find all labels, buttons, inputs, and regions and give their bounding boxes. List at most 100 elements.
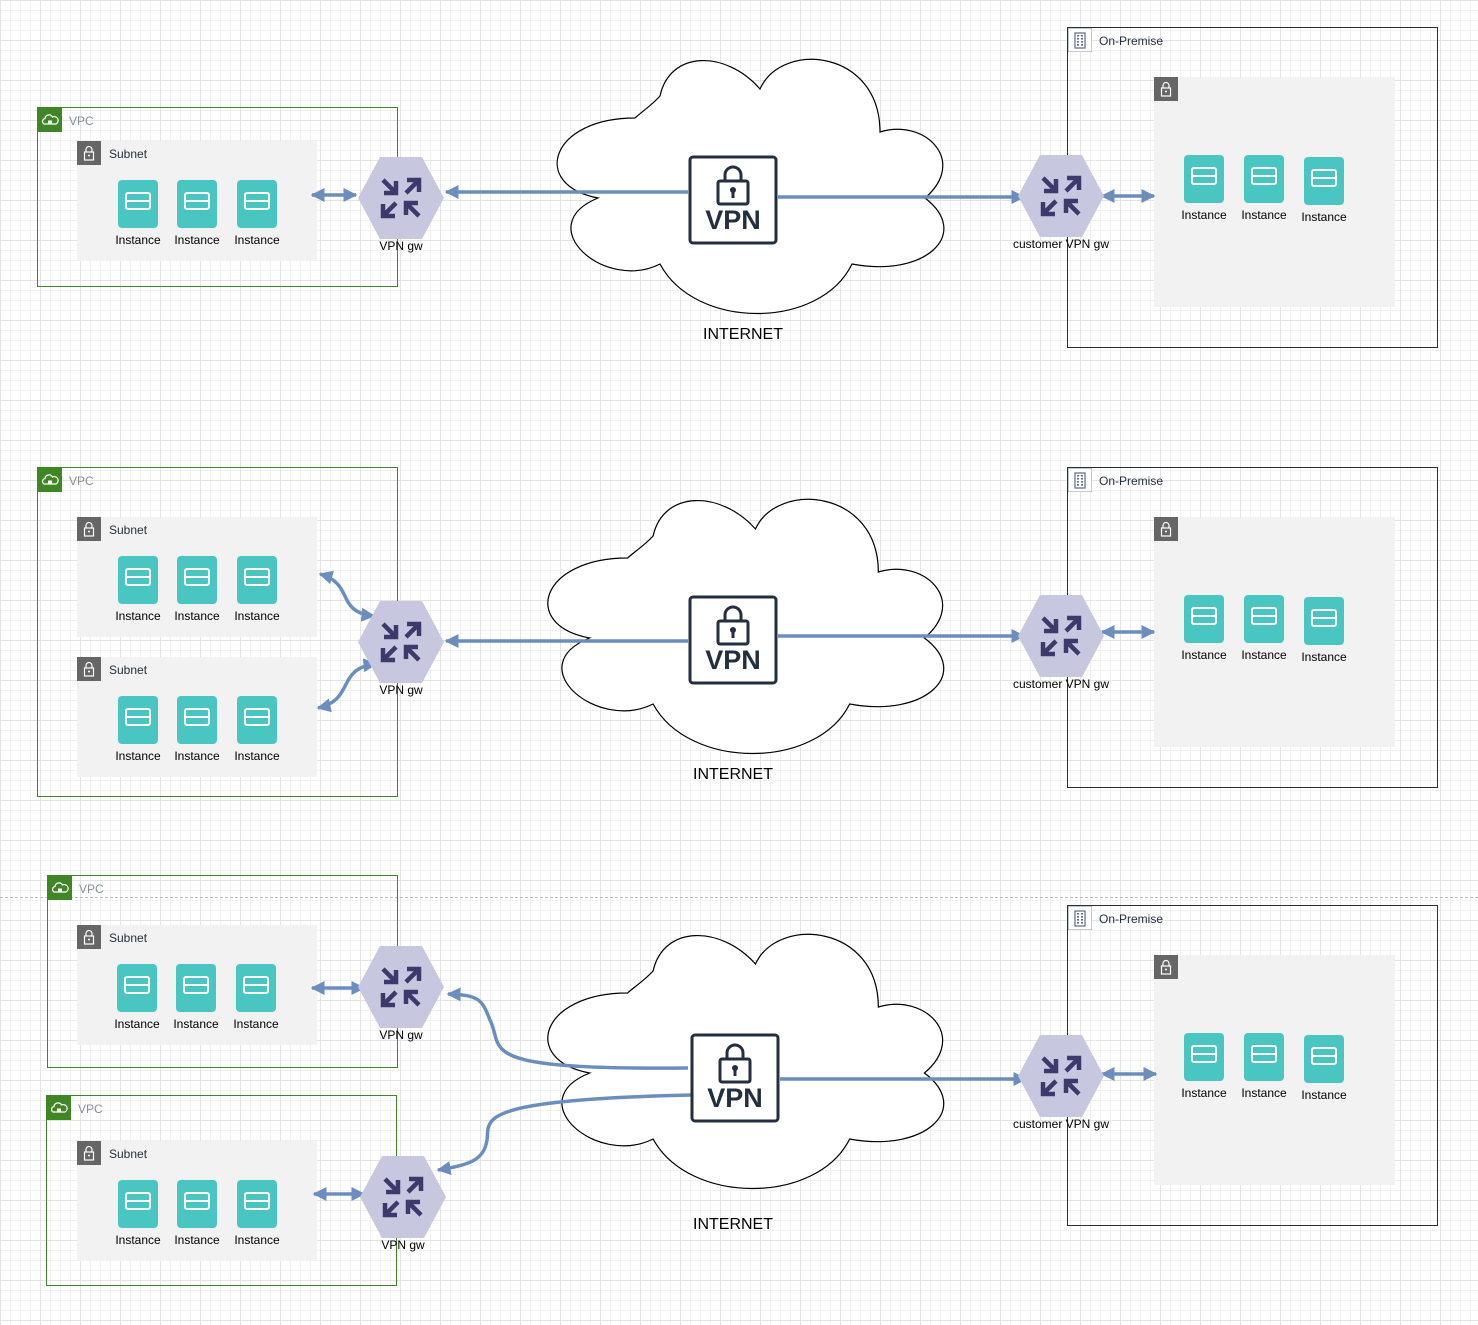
- instance-label: Instance: [114, 1017, 160, 1031]
- vpn-label: VPN: [705, 205, 761, 235]
- vpn-label: VPN: [705, 645, 761, 675]
- instance-node[interactable]: Instance: [1164, 155, 1244, 235]
- instance-node[interactable]: Instance: [1284, 597, 1364, 677]
- lock-icon: [77, 925, 101, 949]
- instance-label: Instance: [1181, 1086, 1227, 1100]
- customer-vpn-gateway[interactable]: customer VPN gw: [1013, 151, 1109, 251]
- vpn-lock-icon[interactable]: VPN: [688, 595, 778, 685]
- instance-label: Instance: [233, 1017, 279, 1031]
- instance-label: Instance: [1301, 210, 1347, 224]
- instance-label: Instance: [115, 1233, 161, 1247]
- vpn-label: VPN: [707, 1083, 763, 1113]
- instance-node[interactable]: Instance: [216, 964, 296, 1044]
- gateway-label: VPN gw: [381, 1238, 425, 1252]
- lock-icon: [77, 657, 101, 681]
- instance-node[interactable]: Instance: [217, 1180, 297, 1260]
- instance-label: Instance: [1301, 1088, 1347, 1102]
- subnet-label: Subnet: [109, 663, 148, 677]
- internet-label: INTERNET: [693, 766, 773, 783]
- onprem-label: On-Premise: [1099, 912, 1164, 926]
- instance-node[interactable]: Instance: [98, 180, 178, 260]
- instance-label: Instance: [115, 609, 161, 623]
- instance-label: Instance: [1241, 1086, 1287, 1100]
- instance-label: Instance: [174, 749, 220, 763]
- vpc-label: VPC: [69, 474, 94, 488]
- instance-node[interactable]: Instance: [157, 180, 237, 260]
- vpn-lock-icon[interactable]: VPN: [688, 155, 778, 245]
- instance-node[interactable]: Instance: [1284, 157, 1364, 237]
- vpc-group: VPC: [47, 875, 398, 1068]
- gateway-label: VPN gw: [379, 683, 423, 697]
- instance-node[interactable]: Instance: [217, 556, 297, 636]
- internet-label: INTERNET: [693, 1216, 773, 1233]
- vpc-label: VPC: [69, 114, 94, 128]
- gateway-label: customer VPN gw: [1012, 237, 1110, 251]
- vpn-lock-icon[interactable]: VPN: [690, 1033, 780, 1123]
- building-icon: [1067, 467, 1093, 493]
- instance-node[interactable]: Instance: [157, 696, 237, 776]
- vpc-label: VPC: [79, 882, 104, 896]
- instance-node[interactable]: Instance: [1224, 595, 1304, 675]
- gateway-label: customer VPN gw: [1012, 677, 1110, 691]
- instance-node[interactable]: Instance: [1224, 1033, 1304, 1113]
- instance-label: Instance: [234, 1233, 280, 1247]
- lock-icon: [1154, 517, 1178, 541]
- instance-label: Instance: [1181, 648, 1227, 662]
- subnet-label: Subnet: [109, 147, 148, 161]
- lock-icon: [77, 1141, 101, 1165]
- lock-icon: [77, 517, 101, 541]
- instance-node[interactable]: Instance: [98, 696, 178, 776]
- vpn-gateway[interactable]: VPN gw: [356, 153, 446, 253]
- building-icon: [1067, 905, 1093, 931]
- instance-node[interactable]: Instance: [1164, 1033, 1244, 1113]
- instance-node[interactable]: Instance: [217, 696, 297, 776]
- instance-node[interactable]: Instance: [98, 556, 178, 636]
- subnet-label: Subnet: [109, 1147, 148, 1161]
- onprem-label: On-Premise: [1099, 34, 1164, 48]
- instance-label: Instance: [1241, 648, 1287, 662]
- page-break-line: [0, 897, 1478, 898]
- instance-label: Instance: [1241, 208, 1287, 222]
- lock-icon: [1154, 955, 1178, 979]
- gateway-label: VPN gw: [379, 1028, 423, 1042]
- subnet-label: Subnet: [109, 931, 148, 945]
- instance-label: Instance: [234, 233, 280, 247]
- vpc-cloud-icon: [47, 1096, 71, 1120]
- instance-node[interactable]: Instance: [1284, 1035, 1364, 1115]
- vpn-gateway[interactable]: VPN gw: [356, 942, 446, 1042]
- internet-label: INTERNET: [703, 326, 783, 343]
- gateway-label: customer VPN gw: [1012, 1117, 1110, 1131]
- instance-label: Instance: [174, 609, 220, 623]
- vpc-cloud-icon: [48, 876, 72, 900]
- instance-label: Instance: [1301, 650, 1347, 664]
- instance-node[interactable]: Instance: [156, 964, 236, 1044]
- instance-node[interactable]: Instance: [157, 1180, 237, 1260]
- instance-label: Instance: [234, 749, 280, 763]
- instance-label: Instance: [1181, 208, 1227, 222]
- instance-label: Instance: [115, 233, 161, 247]
- instance-label: Instance: [234, 609, 280, 623]
- vpc-cloud-icon: [38, 108, 62, 132]
- lock-icon: [77, 141, 101, 165]
- customer-vpn-gateway[interactable]: customer VPN gw: [1013, 1031, 1109, 1131]
- instance-label: Instance: [115, 749, 161, 763]
- subnet-label: Subnet: [109, 523, 148, 537]
- instance-node[interactable]: Instance: [98, 1180, 178, 1260]
- instance-node[interactable]: Instance: [157, 556, 237, 636]
- onprem-label: On-Premise: [1099, 474, 1164, 488]
- instance-node[interactable]: Instance: [217, 180, 297, 260]
- building-icon: [1067, 27, 1093, 53]
- instance-label: Instance: [174, 233, 220, 247]
- instance-node[interactable]: Instance: [97, 964, 177, 1044]
- instance-label: Instance: [173, 1017, 219, 1031]
- vpn-gateway[interactable]: VPN gw: [356, 597, 446, 697]
- lock-icon: [1154, 77, 1178, 101]
- vpc-cloud-icon: [38, 468, 62, 492]
- vpn-gateway[interactable]: VPN gw: [358, 1152, 448, 1252]
- instance-node[interactable]: Instance: [1224, 155, 1304, 235]
- vpc-label: VPC: [78, 1102, 103, 1116]
- instance-node[interactable]: Instance: [1164, 595, 1244, 675]
- gateway-label: VPN gw: [379, 239, 423, 253]
- customer-vpn-gateway[interactable]: customer VPN gw: [1013, 591, 1109, 691]
